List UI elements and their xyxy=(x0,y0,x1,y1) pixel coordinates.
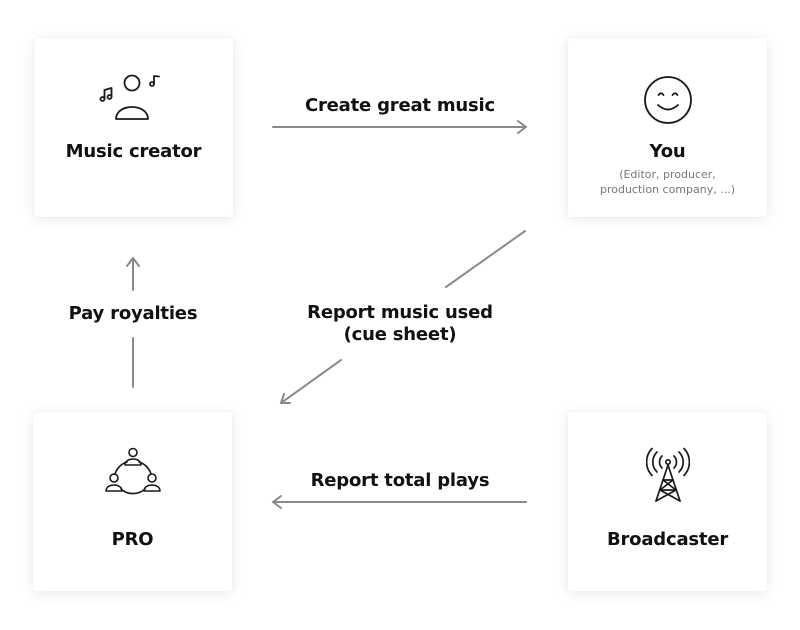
arrow-report-total-plays xyxy=(272,495,527,509)
arrow-report-music-used xyxy=(280,230,526,404)
people-circle-icon xyxy=(104,447,161,495)
pro-card: PRO xyxy=(33,412,232,591)
smiley-face-icon xyxy=(643,76,692,124)
you-card: You (Editor, producer, production compan… xyxy=(568,38,767,217)
pro-title: PRO xyxy=(111,529,154,550)
music-creator-icon xyxy=(99,74,160,120)
broadcast-tower-icon xyxy=(645,447,690,502)
you-title: You xyxy=(649,141,686,162)
arrow-create-great-music xyxy=(272,120,527,134)
label-pay-royalties: Pay royalties xyxy=(68,303,198,324)
music-creator-card: Music creator xyxy=(34,38,233,217)
label-report-music-used-line2: (cue sheet) xyxy=(343,324,457,345)
you-subtitle-line1: (Editor, producer, xyxy=(619,168,716,181)
label-create-great-music: Create great music xyxy=(304,95,496,116)
arrow-pay-royalties xyxy=(126,257,140,388)
label-report-total-plays: Report total plays xyxy=(310,470,490,491)
broadcaster-title: Broadcaster xyxy=(606,529,728,550)
you-subtitle-line2: production company, ...) xyxy=(599,183,736,196)
broadcaster-card: Broadcaster xyxy=(568,412,767,591)
music-creator-title: Music creator xyxy=(65,141,202,162)
label-report-music-used-line1: Report music used xyxy=(307,302,493,323)
